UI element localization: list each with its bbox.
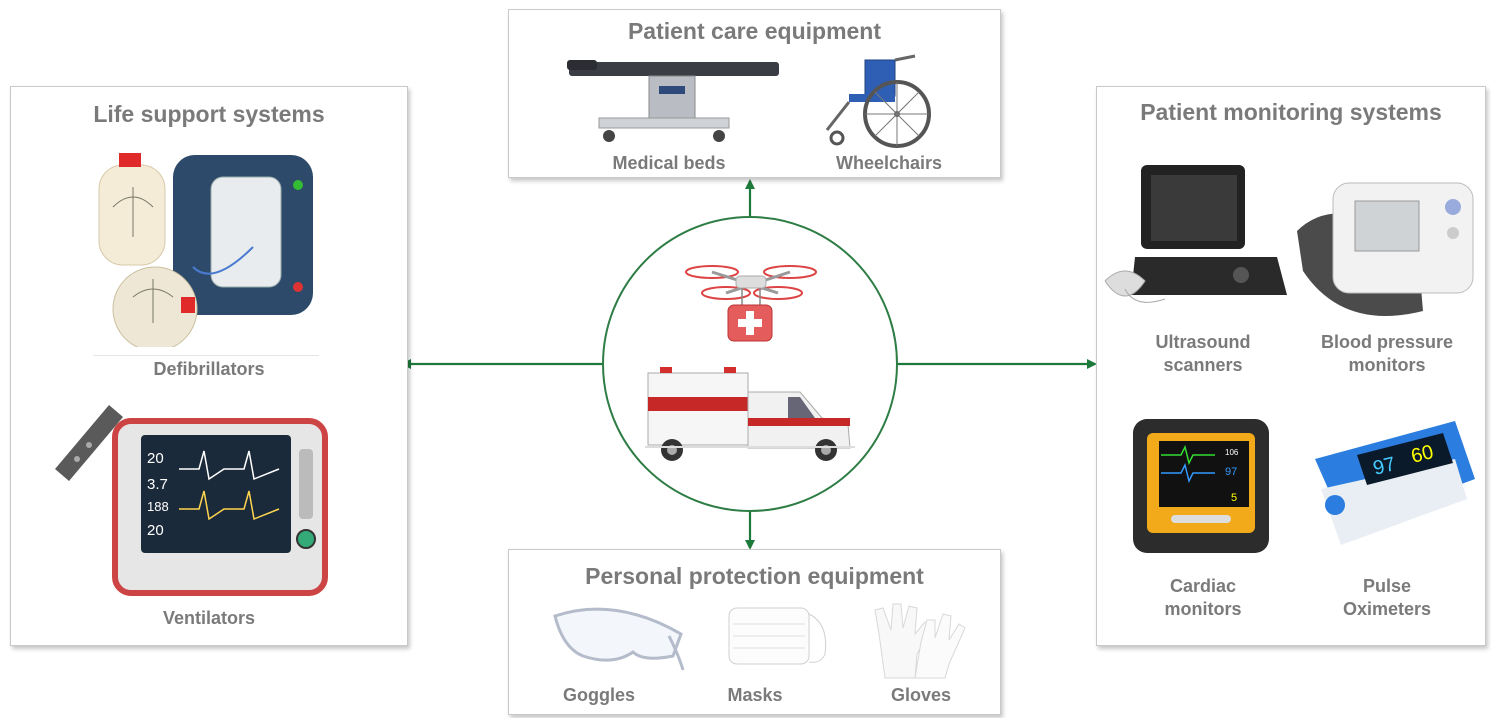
life-support-title: Life support systems	[93, 101, 325, 127]
ventilator-reading-4: 20	[147, 522, 164, 539]
monitoring-panel: Patient monitoring systems Ultrasound sc…	[1096, 86, 1486, 646]
cardiac-monitors-label: Cardiac monitors	[1164, 576, 1242, 619]
medical-beds-label: Medical beds	[612, 153, 726, 173]
cardiac-reading-3: 5	[1231, 492, 1237, 504]
life-support-panel: Life support systems Defibrillators 20 3…	[10, 86, 408, 646]
ventilator-reading-2: 3.7	[147, 476, 168, 493]
ventilator-reading-1: 20	[147, 450, 164, 467]
monitoring-title: Patient monitoring systems	[1140, 99, 1442, 125]
defibrillator-icon	[98, 153, 313, 347]
goggles-label: Goggles	[562, 685, 635, 705]
ambulance-icon	[645, 367, 855, 461]
goggles-icon	[553, 607, 685, 671]
defibrillators-label: Defibrillators	[153, 359, 265, 379]
blood-pressure-monitor-icon	[1297, 182, 1474, 316]
pr-reading: 60	[1409, 441, 1436, 468]
ppe-title: Personal protection equipment	[585, 563, 924, 589]
medical-bed-icon	[567, 60, 779, 142]
hub-circle	[602, 216, 898, 512]
ventilator-icon: 20 3.7 188 20	[55, 405, 328, 596]
gloves-label: Gloves	[890, 685, 952, 705]
divider	[93, 355, 319, 356]
gloves-icon	[874, 603, 966, 679]
spo2-reading: 97	[1371, 453, 1398, 480]
cardiac-reading-1: 106	[1225, 448, 1239, 457]
ultrasound-scanners-label: Ultrasound scanners	[1155, 332, 1251, 375]
masks-label: Masks	[727, 685, 783, 705]
patient-care-panel: Patient care equipment Medical beds Whee…	[508, 9, 1001, 178]
cardiac-reading-2: 97	[1225, 466, 1237, 478]
blood-pressure-monitors-label: Blood pressure monitors	[1320, 332, 1454, 375]
ventilators-label: Ventilators	[162, 608, 256, 628]
pulse-oximeters-label: Pulse Oximeters	[1342, 576, 1432, 619]
wheelchairs-label: Wheelchairs	[835, 153, 943, 173]
cardiac-monitor-icon: 106 97 5	[1133, 419, 1269, 553]
ventilator-reading-3: 188	[147, 499, 169, 514]
patient-care-title: Patient care equipment	[627, 18, 882, 44]
ppe-panel: Personal protection equipment Goggles Ma…	[508, 549, 1001, 715]
pulse-oximeter-icon: 97 60	[1315, 421, 1475, 545]
medical-drone-icon	[685, 265, 817, 342]
mask-icon	[728, 607, 827, 665]
ultrasound-scanner-icon	[1104, 165, 1287, 303]
wheelchair-icon	[825, 54, 931, 148]
